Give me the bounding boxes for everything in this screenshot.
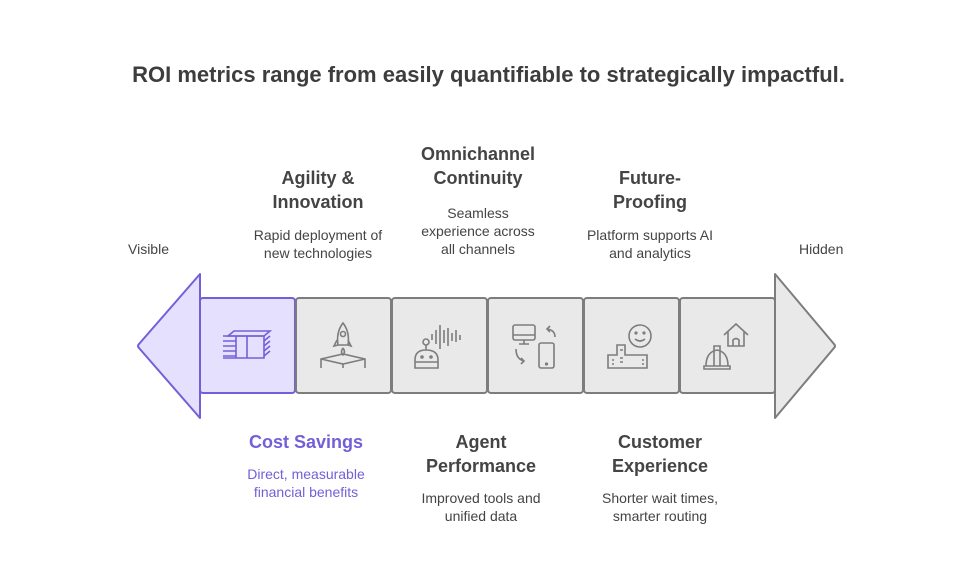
customer-desc-text: Shorter wait times, smarter routing (602, 490, 718, 524)
omnichannel-title: Omnichannel Continuity (378, 142, 578, 190)
agility-desc: Rapid deployment of new technologies (218, 226, 418, 262)
rocket-launch-icon (320, 321, 366, 368)
agent-title-text: Agent Performance (425, 432, 537, 476)
future-title-text: Future-Proofing (613, 168, 687, 212)
cost-savings-title: Cost Savings (248, 432, 364, 452)
money-stack-icon (223, 330, 273, 359)
page-title: ROI metrics range from easily quantifiab… (132, 62, 845, 87)
axis-label-visible: Visible (128, 241, 169, 257)
stage-box-omnichannel (487, 297, 584, 394)
construction-home-icon (703, 322, 749, 370)
devices-sync-icon (512, 324, 556, 369)
agent-desc-text: Improved tools and unified data (421, 490, 541, 524)
agent-desc: Improved tools and unified data (381, 489, 581, 525)
agility-title-text: Agility & Innovation (272, 168, 364, 212)
stage-box-customer (583, 297, 680, 394)
customer-desc: Shorter wait times, smarter routing (560, 489, 760, 525)
omnichannel-desc: Seamless experience across all channels (378, 204, 578, 258)
cost-savings-desc-text: Direct, measurable financial benefits (247, 466, 365, 500)
future-desc: Platform supports AI and analytics (550, 226, 750, 262)
agility-title: Agility & Innovation (218, 166, 418, 214)
future-title: Future-Proofing (550, 166, 750, 214)
customer-title: Customer Experience (560, 430, 760, 478)
cost-savings-desc: Direct, measurable financial benefits (206, 465, 406, 501)
customer-title-text: Customer Experience (611, 432, 709, 476)
happy-customer-icon (607, 324, 652, 369)
left-arrow-head (137, 273, 201, 419)
agent-title: Agent Performance (381, 430, 581, 478)
robot-voice-icon (414, 325, 461, 369)
omnichannel-desc-text: Seamless experience across all channels (421, 205, 535, 257)
right-arrow-head (774, 273, 836, 419)
future-desc-text: Platform supports AI and analytics (586, 227, 714, 261)
agility-desc-text: Rapid deployment of new technologies (253, 227, 383, 261)
omnichannel-title-text: Omnichannel Continuity (420, 144, 536, 188)
axis-label-hidden: Hidden (799, 241, 844, 257)
